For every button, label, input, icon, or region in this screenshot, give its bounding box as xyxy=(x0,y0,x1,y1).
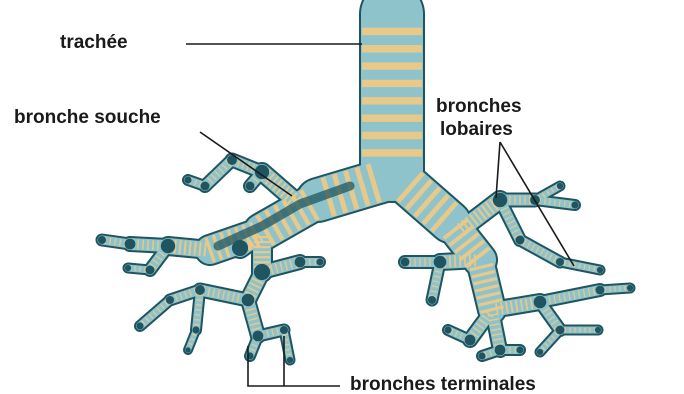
bronchus-opening xyxy=(516,236,525,245)
bronchus-opening xyxy=(136,322,143,329)
bronchus-opening xyxy=(242,294,255,307)
cartilage-ring xyxy=(450,256,451,268)
cartilage-ring xyxy=(184,241,185,255)
cartilage-ring xyxy=(194,325,200,326)
cartilage-ring xyxy=(559,200,560,206)
bronchus-opening xyxy=(556,258,564,266)
label-trachea: trachée xyxy=(60,32,128,53)
cartilage-ring xyxy=(195,310,201,311)
bronchus-opening xyxy=(571,201,578,208)
bronchus-opening xyxy=(125,239,136,250)
cartilage-ring xyxy=(179,240,180,254)
bronchus-opening xyxy=(166,296,174,304)
bronchus-opening xyxy=(434,256,447,269)
cartilage-ring xyxy=(550,199,551,205)
cartilage-ring xyxy=(460,255,461,267)
cartilage-ring xyxy=(199,242,200,256)
bronchus-opening xyxy=(185,347,190,352)
bronchus-opening xyxy=(516,346,523,353)
leader-lobar-bronchus-upper xyxy=(496,142,500,198)
bronchus-opening xyxy=(556,326,565,335)
bronchus-opening xyxy=(125,265,131,271)
cartilage-ring xyxy=(554,200,555,206)
cartilage-ring xyxy=(564,201,565,207)
bronchus-opening xyxy=(232,240,248,256)
airway-segment xyxy=(520,240,560,262)
bronchus-opening xyxy=(146,266,155,275)
bronchus-opening xyxy=(478,352,485,359)
bronchus-opening xyxy=(184,176,191,183)
cartilage-ring xyxy=(470,255,471,267)
cartilage-ring xyxy=(138,239,139,249)
bronchus-opening xyxy=(161,239,175,253)
cartilage-ring xyxy=(569,201,570,207)
bronchus-opening xyxy=(465,335,476,346)
label-lobar-bronchi-line2: lobaires xyxy=(440,119,513,140)
label-terminal-bronchi: bronches terminales xyxy=(350,374,536,394)
bronchus-opening xyxy=(316,258,323,265)
cartilage-ring xyxy=(194,242,195,256)
bronchus-opening xyxy=(287,357,293,363)
bronchus-opening xyxy=(295,257,306,268)
bronchus-opening xyxy=(493,193,507,207)
bronchus-opening xyxy=(253,331,264,342)
bronchus-opening xyxy=(98,236,106,244)
cartilage-ring xyxy=(545,198,546,204)
cartilage-ring xyxy=(475,254,476,266)
bronchus-opening xyxy=(557,183,563,189)
bronchus-opening xyxy=(534,296,547,309)
cartilage-ring xyxy=(143,240,144,250)
cartilage-ring xyxy=(194,320,200,321)
bronchus-opening xyxy=(444,326,451,333)
bronchus-opening xyxy=(627,285,633,291)
bronchus-opening xyxy=(201,182,210,191)
bronchus-opening xyxy=(192,326,199,333)
bronchus-opening xyxy=(597,267,603,273)
bronchus-opening xyxy=(246,182,255,191)
bronchus-opening xyxy=(596,286,605,295)
bronchus-opening xyxy=(195,285,205,295)
cartilage-ring xyxy=(196,300,202,301)
bronchus-opening xyxy=(537,349,543,355)
bronchial-tree-illustration xyxy=(98,14,633,363)
label-main-bronchus: bronche souche xyxy=(14,107,161,128)
cartilage-ring xyxy=(148,240,149,250)
bronchus-opening xyxy=(495,345,506,356)
bronchus-opening xyxy=(254,264,270,280)
bronchus-opening xyxy=(595,327,601,333)
bronchus-opening xyxy=(401,258,410,267)
cartilage-ring xyxy=(195,315,201,316)
cartilage-ring xyxy=(465,255,466,267)
bronchus-opening xyxy=(428,296,436,304)
cartilage-ring xyxy=(204,243,205,257)
bronchus-opening xyxy=(280,326,288,334)
cartilage-ring xyxy=(153,240,154,250)
cartilage-ring xyxy=(455,255,456,267)
label-lobar-bronchi-line1: bronches xyxy=(436,96,522,117)
cartilage-ring xyxy=(158,240,159,250)
cartilage-ring xyxy=(196,305,202,306)
cartilage-ring xyxy=(189,241,190,255)
